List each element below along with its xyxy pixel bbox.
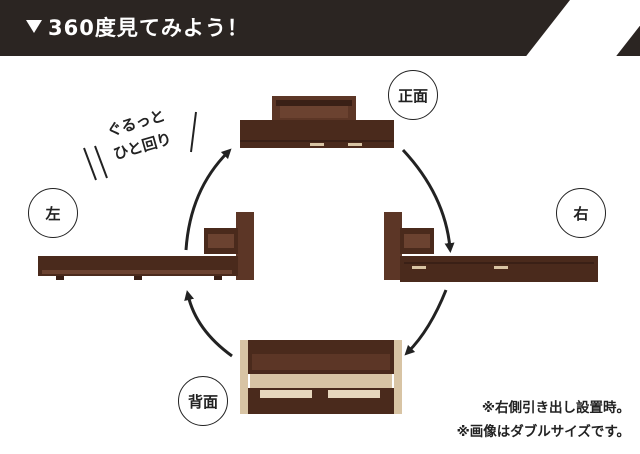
back-lower-light-1: [260, 390, 312, 398]
note-line2: ※画像はダブルサイズです。: [456, 424, 630, 440]
front-handle-right: [348, 143, 362, 146]
bed-front-view: [240, 96, 394, 148]
back-board-light: [250, 374, 392, 388]
label-back-text: 背面: [187, 392, 218, 411]
label-left: 左: [28, 188, 78, 238]
left-frame-light: [42, 270, 232, 274]
header-banner: 360度見てみよう！: [0, 0, 640, 56]
left-leg-2: [134, 276, 142, 280]
right-headboard-shelf-inner: [404, 234, 430, 248]
left-headboard: [236, 212, 254, 280]
bed-left-view: [38, 212, 254, 280]
front-headboard-inner: [280, 106, 348, 118]
label-front-text: 正面: [397, 86, 428, 105]
right-handle-2: [494, 266, 508, 269]
front-handle-left: [310, 143, 324, 146]
label-right: 右: [556, 188, 606, 238]
front-base-line: [240, 140, 394, 142]
label-left-text: 左: [45, 204, 61, 223]
deco-line-left-1: [83, 147, 97, 181]
header-title: 360度見てみよう！: [26, 14, 249, 42]
arrow-front-to-right: [401, 148, 455, 253]
note-line1: ※右側引き出し設置時。: [481, 400, 630, 416]
right-headboard: [384, 212, 402, 280]
arrow-left-to-front: [184, 148, 232, 251]
bed-right-view: [384, 212, 598, 282]
left-leg-1: [56, 276, 64, 280]
right-drawer-line: [404, 262, 594, 264]
arrow-back-to-left: [184, 290, 233, 358]
right-handle-1: [412, 266, 426, 269]
header-title-text: 360度見てみよう！: [48, 16, 249, 40]
bed-back-view: [240, 340, 402, 414]
left-leg-3: [214, 276, 222, 280]
label-back: 背面: [178, 376, 228, 426]
back-side-right: [394, 340, 402, 414]
front-headboard-shelf-top: [276, 100, 352, 106]
label-right-text: 右: [573, 204, 589, 223]
left-headboard-shelf-inner: [208, 234, 234, 248]
back-headboard-inner: [252, 354, 390, 370]
label-front: 正面: [388, 70, 438, 120]
back-side-left: [240, 340, 248, 414]
triangle-down-icon: [26, 20, 42, 33]
deco-line-left-2: [94, 145, 108, 179]
back-lower-light-2: [328, 390, 380, 398]
deco-line-right: [190, 111, 197, 153]
arrow-right-to-back: [404, 289, 448, 356]
